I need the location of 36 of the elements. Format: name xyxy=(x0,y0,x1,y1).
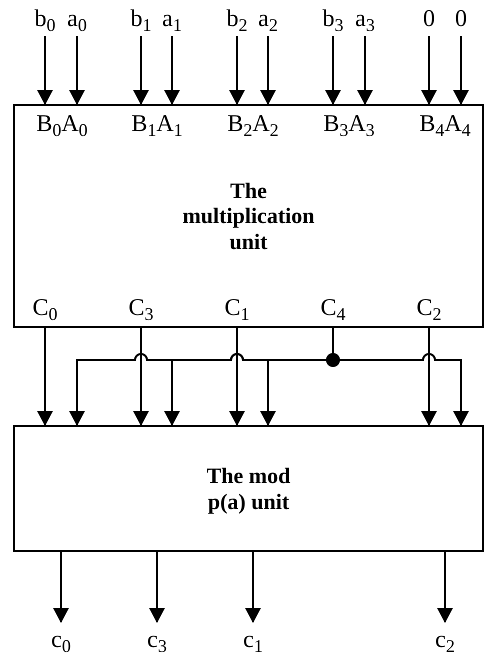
pin-label: C$_{1}$ xyxy=(224,296,250,320)
arrow xyxy=(164,36,180,105)
arrow xyxy=(69,36,85,105)
unit-title: The multiplication unit xyxy=(181,178,316,254)
arrow xyxy=(37,328,53,426)
unit-box xyxy=(13,104,484,328)
arrow xyxy=(133,328,149,426)
arrow xyxy=(53,552,69,623)
unit-title: The mod p(a) unit xyxy=(206,463,292,514)
pin-label: B$_{2}$A$_{2}$ xyxy=(227,112,279,136)
pin-label: B$_{1}$A$_{1}$ xyxy=(131,112,183,136)
arrow xyxy=(37,36,53,105)
pin-label: C$_{2}$ xyxy=(416,296,442,320)
pin-label: B$_{3}$A$_{3}$ xyxy=(323,112,375,136)
signal-label: c$_{3}$ xyxy=(139,622,175,658)
arrow xyxy=(357,36,373,105)
arrow xyxy=(133,36,149,105)
signal-label: c$_{2}$ xyxy=(427,622,463,658)
pin-label: C$_{0}$ xyxy=(32,296,58,320)
arrow xyxy=(421,36,437,105)
arrow xyxy=(437,552,453,623)
pin-label: C$_{4}$ xyxy=(320,296,346,320)
pin-label: B$_{4}$A$_{4}$ xyxy=(419,112,471,136)
arrow xyxy=(453,36,469,105)
signal-label: c$_{0}$ xyxy=(43,622,79,658)
arrow xyxy=(421,328,437,426)
pin-label: C$_{3}$ xyxy=(128,296,154,320)
arrow xyxy=(260,36,276,105)
signal-label: c$_{1}$ xyxy=(235,622,271,658)
pin-label: B$_{0}$A$_{0}$ xyxy=(36,112,88,136)
arrow xyxy=(245,552,261,623)
arrow xyxy=(229,36,245,105)
unit-box xyxy=(13,425,484,552)
arrow xyxy=(229,328,245,426)
arrow xyxy=(149,552,165,623)
arrow xyxy=(325,36,341,105)
